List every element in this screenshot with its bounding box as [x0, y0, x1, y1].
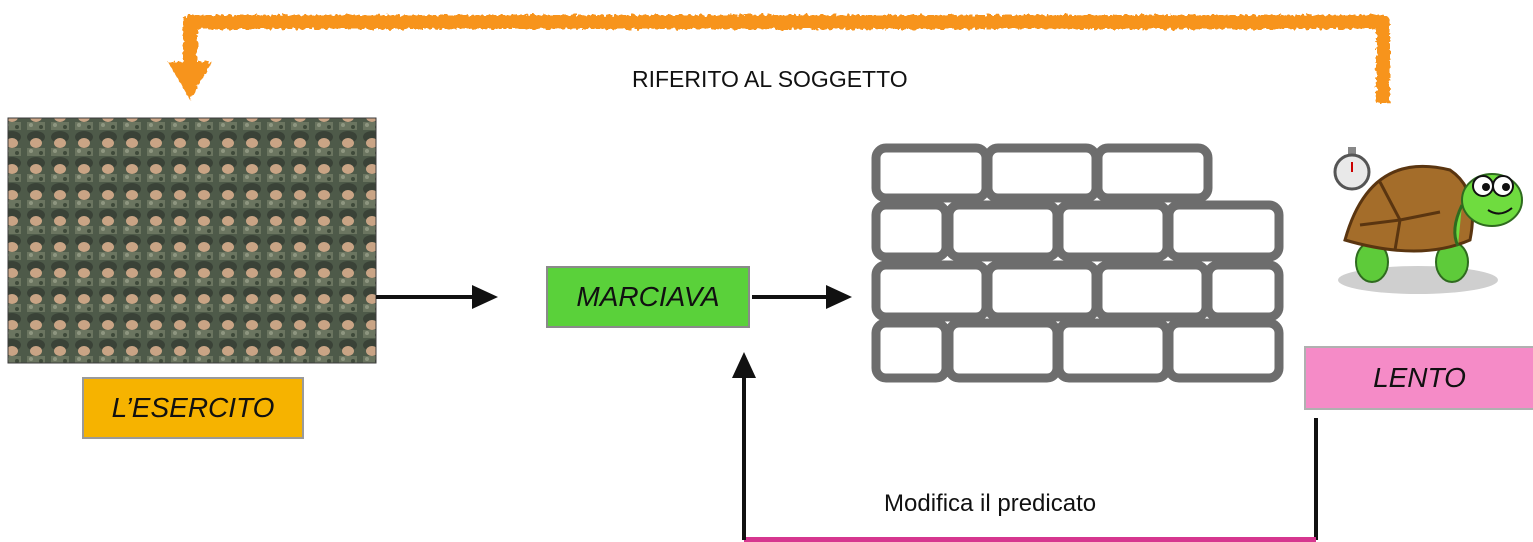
- relation-label-predicate: Modifica il predicato: [884, 490, 1097, 517]
- predicate-label: MARCIAVA: [576, 281, 720, 312]
- complement-label: LENTO: [1373, 362, 1466, 393]
- arrow-subject-to-predicate: [376, 285, 498, 309]
- relation-label-subject: RIFERITO AL SOGGETTO: [632, 66, 908, 92]
- crayon-arrow: [168, 15, 1390, 103]
- army-photo: [7, 117, 377, 364]
- turtle-icon: [1338, 164, 1523, 294]
- subject-label: L’ESERCITO: [111, 392, 275, 423]
- modifier-connector: [732, 352, 1318, 542]
- stopwatch-icon: [1333, 147, 1371, 191]
- complement-box: LENTO: [1304, 346, 1533, 410]
- predicate-box: MARCIAVA: [546, 266, 750, 328]
- subject-box: L’ESERCITO: [82, 377, 304, 439]
- brick-wall-icon: [871, 143, 1284, 383]
- arrow-predicate-to-wall: [752, 285, 852, 309]
